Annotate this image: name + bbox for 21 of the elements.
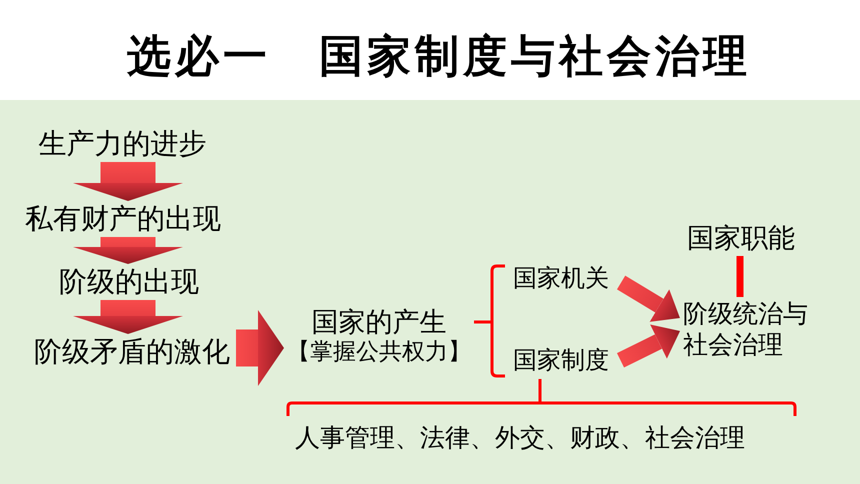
block-arrow xyxy=(616,276,680,322)
bracket-line xyxy=(286,378,796,418)
concept-label: 国家制度 xyxy=(513,346,609,374)
block-arrow xyxy=(616,324,680,368)
step-label: 阶级的出现 xyxy=(59,265,199,299)
block-arrow xyxy=(73,237,183,264)
concept-label: 国家的产生 xyxy=(312,307,446,340)
step-label: 阶级矛盾的激化 xyxy=(34,335,230,369)
block-arrow xyxy=(73,300,183,334)
block-arrow xyxy=(73,162,183,201)
step-label: 生产力的进步 xyxy=(38,127,206,161)
connector-line xyxy=(736,256,744,297)
list-label: 人事管理、法律、外交、财政、社会治理 xyxy=(295,423,745,453)
block-arrow xyxy=(236,310,284,386)
brace-line xyxy=(474,320,505,378)
concept-label: 国家机关 xyxy=(513,264,609,292)
page-title: 选必一 国家制度与社会治理 xyxy=(127,30,751,84)
step-label: 私有财产的出现 xyxy=(25,202,221,236)
concept-label: 阶级统治与社会治理 xyxy=(683,298,809,360)
heading-label: 国家职能 xyxy=(687,222,795,256)
note-label: 【掌握公共权力】 xyxy=(287,339,471,367)
